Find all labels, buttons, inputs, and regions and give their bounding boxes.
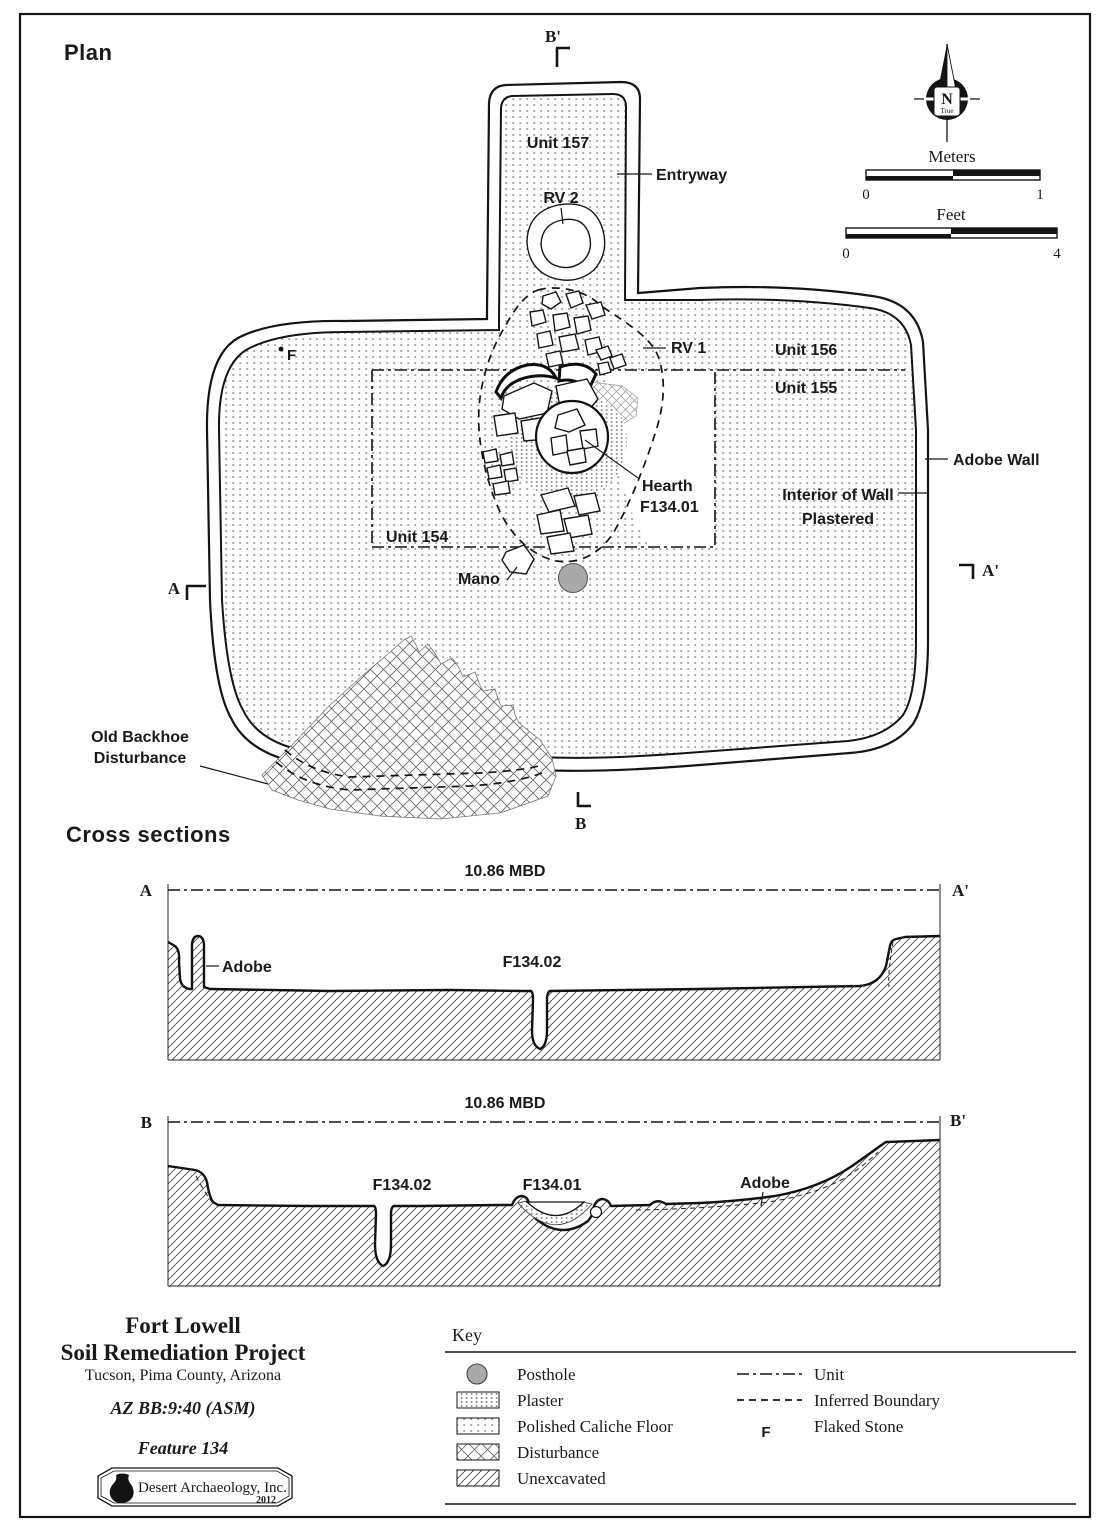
backhoe-label-line2: Disturbance — [94, 750, 187, 767]
title-block: Fort Lowell Soil Remediation Project Tuc… — [61, 1313, 306, 1507]
plan-heading: Plan — [64, 40, 112, 65]
key-plaster-swatch — [456, 1391, 500, 1409]
section-a-adobe-label: Adobe — [222, 959, 272, 976]
unit-154-label: Unit 154 — [386, 529, 448, 546]
key-plaster-label: Plaster — [517, 1391, 564, 1410]
site-number: AZ BB:9:40 (ASM) — [109, 1398, 255, 1419]
feet-start: 0 — [842, 246, 850, 262]
section-b-datum-label: 10.86 MBD — [465, 1095, 546, 1112]
section-a-end: A' — [952, 881, 969, 900]
key-heading: Key — [452, 1325, 482, 1345]
firm-logo: Desert Archaeology, Inc. 2012 — [97, 1467, 293, 1507]
inferred-wall-line-lower — [275, 761, 543, 791]
backhoe-label-line1: Old Backhoe — [91, 729, 189, 746]
cross-section-b: 10.86 MBD B B' F134.02 F134.01 Adobe — [141, 1095, 966, 1287]
project-title-line2: Soil Remediation Project — [61, 1340, 306, 1365]
unit-boundary-lines — [371, 369, 905, 548]
adobe-wall-label: Adobe Wall — [953, 452, 1040, 469]
rv1-label: RV 1 — [671, 340, 706, 357]
interior-plastered-label-line2: Plastered — [802, 511, 874, 528]
rv2-label: RV 2 — [543, 190, 578, 207]
meters-end: 1 — [1036, 187, 1044, 203]
key-disturbance-label: Disturbance — [517, 1443, 599, 1462]
section-b-start: B — [141, 1113, 152, 1132]
key-inferred-label: Inferred Boundary — [814, 1391, 941, 1410]
firm-name: Desert Archaeology, Inc. — [138, 1480, 287, 1496]
hearth-label-line1: Hearth — [642, 478, 693, 495]
feature-number: Feature 134 — [137, 1438, 229, 1458]
unit-157-label: Unit 157 — [527, 135, 589, 152]
section-b-f13401-label: F134.01 — [523, 1177, 582, 1194]
key-flaked-label: Flaked Stone — [814, 1417, 903, 1436]
plan-view: F Unit 157 Entryway RV 2 RV 1 Unit 156 U… — [91, 27, 1039, 833]
posthole — [557, 562, 589, 594]
north-letter: N — [941, 91, 953, 108]
project-title-line1: Fort Lowell — [125, 1313, 241, 1338]
key-legend: Key Posthole Plaster Polished Caliche Fl… — [445, 1325, 1076, 1505]
adobe-wall-outer-line — [205, 80, 930, 772]
b-marker: B — [575, 814, 586, 833]
meters-label: Meters — [928, 147, 975, 166]
section-b-f13402-label: F134.02 — [373, 1177, 432, 1194]
inferred-wall-line-upper — [284, 749, 544, 778]
key-caliche-label: Polished Caliche Floor — [517, 1417, 673, 1436]
key-unexcavated-label: Unexcavated — [517, 1469, 606, 1488]
section-b-unexcavated-mass — [168, 1140, 940, 1286]
section-line-markers — [185, 46, 975, 808]
hearth-label-line2: F134.01 — [640, 499, 699, 516]
section-b-adobe-label: Adobe — [740, 1175, 790, 1192]
feet-end: 4 — [1053, 246, 1061, 262]
unit-156-label: Unit 156 — [775, 342, 837, 359]
north-true-label: True — [941, 107, 954, 115]
plan-leader-lines — [199, 173, 948, 785]
key-posthole-swatch — [466, 1363, 488, 1385]
key-unit-label: Unit — [814, 1365, 845, 1384]
unit-155-label: Unit 155 — [775, 380, 837, 397]
section-b-adobe-dashed-line — [195, 1151, 879, 1211]
rock-cluster — [482, 290, 627, 555]
interior-plastered-label-line1: Interior of Wall — [782, 487, 893, 504]
flaked-stone-dot — [278, 346, 284, 352]
a-marker: A — [168, 579, 181, 598]
cross-sections-heading: Cross sections — [66, 822, 231, 847]
scale-bar-feet: Feet 0 4 — [842, 205, 1061, 262]
section-a-surface-line — [167, 934, 941, 1051]
cross-section-a: 10.86 MBD A A' Adobe F134.02 — [140, 863, 969, 1061]
key-flaked-symbol: F — [761, 1424, 770, 1441]
key-posthole-label: Posthole — [517, 1365, 576, 1384]
section-b-hearth-basin — [525, 1201, 586, 1216]
key-caliche-swatch — [456, 1417, 500, 1435]
backhoe-disturbance-area — [261, 635, 557, 820]
section-a-unexcavated-mass — [168, 936, 940, 1060]
rv2-rock — [526, 203, 606, 281]
entryway-label: Entryway — [656, 167, 727, 184]
key-disturbance-swatch — [456, 1443, 500, 1461]
rv1-inferred-boundary — [477, 287, 665, 563]
firm-year: 2012 — [256, 1495, 276, 1506]
b-prime-marker: B' — [545, 27, 561, 46]
pot-icon — [109, 1473, 134, 1504]
project-location: Tucson, Pima County, Arizona — [85, 1367, 281, 1384]
scale-bar-meters: Meters 0 1 — [862, 147, 1044, 203]
mano-label: Mano — [458, 571, 500, 588]
mano-rock — [501, 544, 535, 575]
a-prime-marker: A' — [982, 561, 999, 580]
section-a-start: A — [140, 881, 153, 900]
feet-label: Feet — [936, 205, 966, 224]
section-a-datum-label: 10.86 MBD — [465, 863, 546, 880]
meters-start: 0 — [862, 187, 870, 203]
key-unexcavated-swatch — [456, 1469, 500, 1487]
section-b-end: B' — [950, 1111, 966, 1130]
section-a-f13402-label: F134.02 — [503, 954, 562, 971]
north-arrow: N True — [914, 43, 980, 142]
flaked-stone-marker: F — [287, 347, 296, 364]
